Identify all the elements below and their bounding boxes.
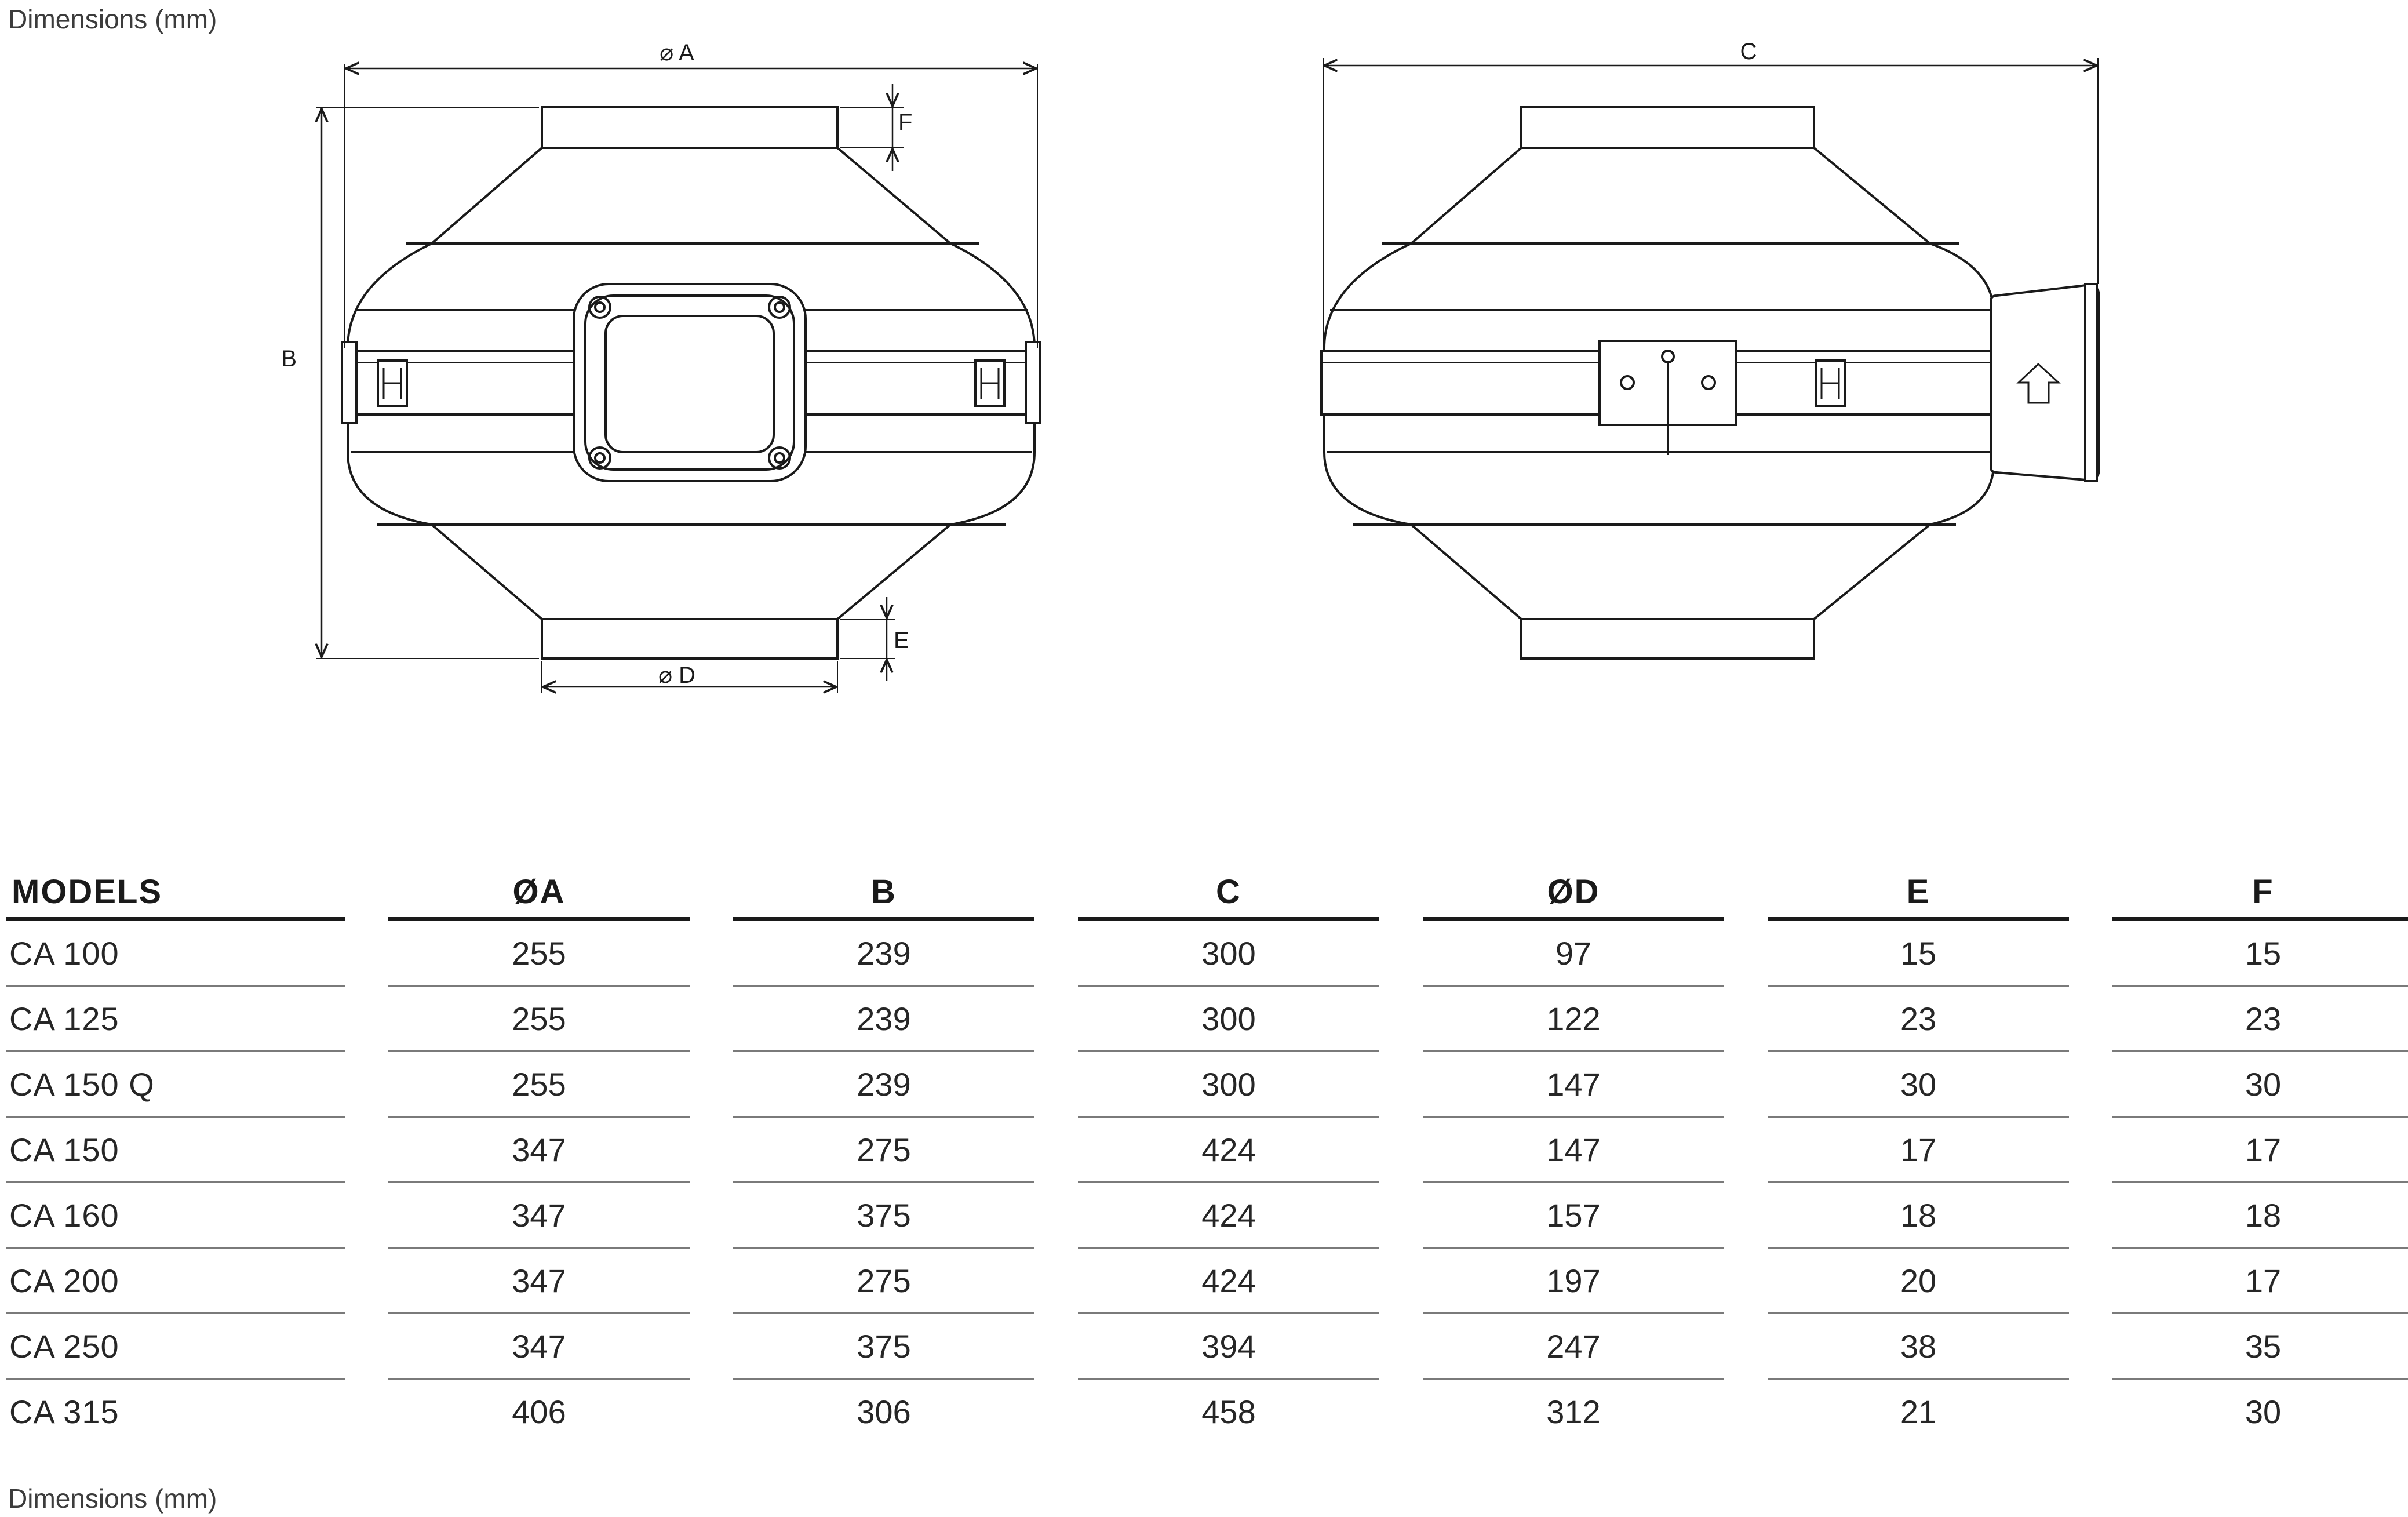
label-c: C <box>1740 39 1757 64</box>
value-cell: 424 <box>1078 1183 1379 1249</box>
model-cell: CA 100 <box>6 921 345 987</box>
header-diameter-d: ØD <box>1423 852 1724 921</box>
value-cell: 239 <box>733 1052 1034 1118</box>
value-cell: 275 <box>733 1118 1034 1183</box>
table-row: CA 200 347 275 424 197 20 17 <box>6 1249 2408 1314</box>
model-cell: CA 150 Q <box>6 1052 345 1118</box>
value-cell: 347 <box>388 1314 690 1380</box>
value-cell: 375 <box>733 1314 1034 1380</box>
table-row: CA 125 255 239 300 122 23 23 <box>6 987 2408 1052</box>
value-cell: 306 <box>857 1393 911 1430</box>
value-cell: 239 <box>733 921 1034 987</box>
value-cell: 97 <box>1423 921 1724 987</box>
label-f: F <box>898 110 912 135</box>
front-dimensions <box>316 64 1038 693</box>
value-cell: 300 <box>1078 921 1379 987</box>
value-cell: 300 <box>1078 1052 1379 1118</box>
model-cell: CA 315 <box>9 1393 119 1430</box>
dimensions-caption-top: Dimensions (mm) <box>8 4 217 34</box>
value-cell: 255 <box>388 921 690 987</box>
value-cell: 15 <box>1768 921 2069 987</box>
value-cell: 458 <box>1201 1393 1256 1430</box>
value-cell: 394 <box>1078 1314 1379 1380</box>
value-cell: 147 <box>1423 1118 1724 1183</box>
table-row: CA 100 255 239 300 97 15 15 <box>6 921 2408 987</box>
model-cell: CA 160 <box>6 1183 345 1249</box>
value-cell: 197 <box>1423 1249 1724 1314</box>
model-cell: CA 150 <box>6 1118 345 1183</box>
value-cell: 247 <box>1423 1314 1724 1380</box>
header-diameter-a: ØA <box>388 852 690 921</box>
value-cell: 17 <box>2112 1118 2408 1183</box>
value-cell: 23 <box>1768 987 2069 1052</box>
value-cell: 275 <box>733 1249 1034 1314</box>
value-cell: 30 <box>1768 1052 2069 1118</box>
value-cell: 255 <box>388 987 690 1052</box>
front-view <box>341 106 1041 660</box>
value-cell: 30 <box>2112 1052 2408 1118</box>
header-models: MODELS <box>6 852 345 921</box>
dimensions-caption-bottom: Dimensions (mm) <box>8 1483 217 1514</box>
value-cell: 255 <box>388 1052 690 1118</box>
value-cell: 347 <box>388 1249 690 1314</box>
value-cell: 347 <box>388 1118 690 1183</box>
value-cell: 312 <box>1546 1393 1601 1430</box>
side-view <box>1320 106 2100 660</box>
value-cell: 15 <box>2112 921 2408 987</box>
value-cell: 406 <box>512 1393 566 1430</box>
value-cell: 375 <box>733 1183 1034 1249</box>
value-cell: 23 <box>2112 987 2408 1052</box>
value-cell: 35 <box>2112 1314 2408 1380</box>
table-row: CA 315 406 306 458 312 21 30 <box>6 1380 2408 1443</box>
value-cell: 122 <box>1423 987 1724 1052</box>
table-row: CA 160 347 375 424 157 18 18 <box>6 1183 2408 1249</box>
fan-technical-drawing: ⌀ A B ⌀ D F E C <box>281 39 2100 754</box>
value-cell: 17 <box>1768 1118 2069 1183</box>
header-e: E <box>1768 852 2069 921</box>
side-dimensions <box>1323 58 2099 348</box>
value-cell: 38 <box>1768 1314 2069 1380</box>
label-e: E <box>894 628 909 653</box>
label-diameter-a: ⌀ A <box>660 40 694 66</box>
value-cell: 347 <box>388 1183 690 1249</box>
label-diameter-d: ⌀ D <box>658 663 695 688</box>
value-cell: 300 <box>1078 987 1379 1052</box>
table-row: CA 250 347 375 394 247 38 35 <box>6 1314 2408 1380</box>
value-cell: 20 <box>1768 1249 2069 1314</box>
value-cell: 30 <box>2245 1393 2282 1430</box>
model-cell: CA 250 <box>6 1314 345 1380</box>
model-cell: CA 125 <box>6 987 345 1052</box>
value-cell: 424 <box>1078 1118 1379 1183</box>
header-c: C <box>1078 852 1379 921</box>
table-row: CA 150 Q 255 239 300 147 30 30 <box>6 1052 2408 1118</box>
label-b: B <box>281 346 297 372</box>
value-cell: 424 <box>1078 1249 1379 1314</box>
value-cell: 157 <box>1423 1183 1724 1249</box>
value-cell: 18 <box>1768 1183 2069 1249</box>
value-cell: 21 <box>1900 1393 1937 1430</box>
dimensions-table: MODELS ØA B C ØD E F CA 100 255 239 300 … <box>6 852 2408 1443</box>
header-b: B <box>733 852 1034 921</box>
header-f: F <box>2112 852 2408 921</box>
value-cell: 239 <box>733 987 1034 1052</box>
model-cell: CA 200 <box>6 1249 345 1314</box>
value-cell: 18 <box>2112 1183 2408 1249</box>
value-cell: 147 <box>1423 1052 1724 1118</box>
table-row: CA 150 347 275 424 147 17 17 <box>6 1118 2408 1183</box>
table-header-row: MODELS ØA B C ØD E F <box>6 852 2408 921</box>
value-cell: 17 <box>2112 1249 2408 1314</box>
